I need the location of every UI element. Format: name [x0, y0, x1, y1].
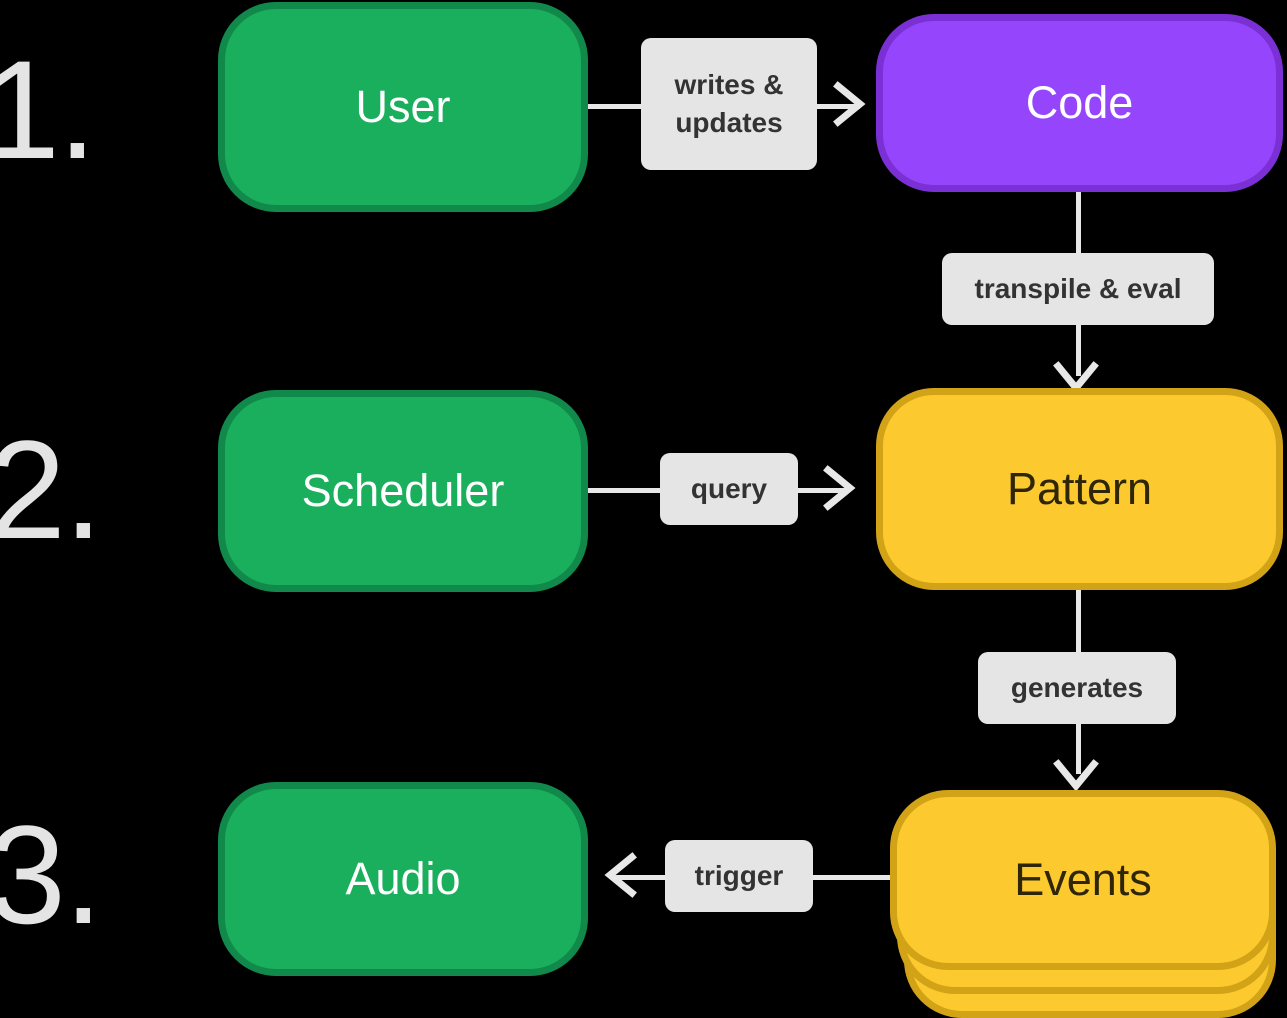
- edge-code-pattern-line-top: [1076, 192, 1081, 258]
- edge-label-generates: generates: [978, 652, 1176, 724]
- node-audio[interactable]: Audio: [218, 782, 588, 976]
- edge-user-code-line-right: [812, 104, 860, 109]
- node-events[interactable]: Events: [890, 790, 1287, 1018]
- edge-code-pattern-line-bottom: [1076, 324, 1081, 376]
- node-scheduler[interactable]: Scheduler: [218, 390, 588, 592]
- edge-label-writes-updates: writes & updates: [641, 38, 817, 170]
- node-scheduler-label: Scheduler: [301, 465, 505, 517]
- node-code-label: Code: [1025, 77, 1134, 129]
- step-number-3: 3.: [0, 796, 103, 953]
- edge-events-audio-line-right: [812, 875, 894, 880]
- node-events-label: Events: [1014, 854, 1152, 905]
- edge-pattern-events-line-bottom: [1076, 724, 1081, 774]
- node-user[interactable]: User: [218, 2, 588, 212]
- edge-label-query: query: [660, 453, 798, 525]
- edge-user-code-line-left: [588, 104, 646, 109]
- edge-pattern-events-line-top: [1076, 590, 1081, 652]
- edge-scheduler-pattern-line-right: [797, 488, 847, 493]
- node-code[interactable]: Code: [876, 14, 1283, 192]
- node-pattern-label: Pattern: [1006, 463, 1153, 515]
- node-pattern[interactable]: Pattern: [876, 388, 1283, 590]
- node-user-label: User: [355, 81, 451, 133]
- edge-scheduler-pattern-line-left: [588, 488, 660, 493]
- node-audio-label: Audio: [345, 853, 461, 905]
- step-number-1: 1.: [0, 31, 97, 188]
- node-events-layer-front: Events: [890, 790, 1276, 970]
- edge-events-audio-line-left: [615, 875, 665, 880]
- edge-label-transpile-eval: transpile & eval: [942, 253, 1214, 325]
- step-number-2: 2.: [0, 411, 103, 568]
- edge-label-trigger: trigger: [665, 840, 813, 912]
